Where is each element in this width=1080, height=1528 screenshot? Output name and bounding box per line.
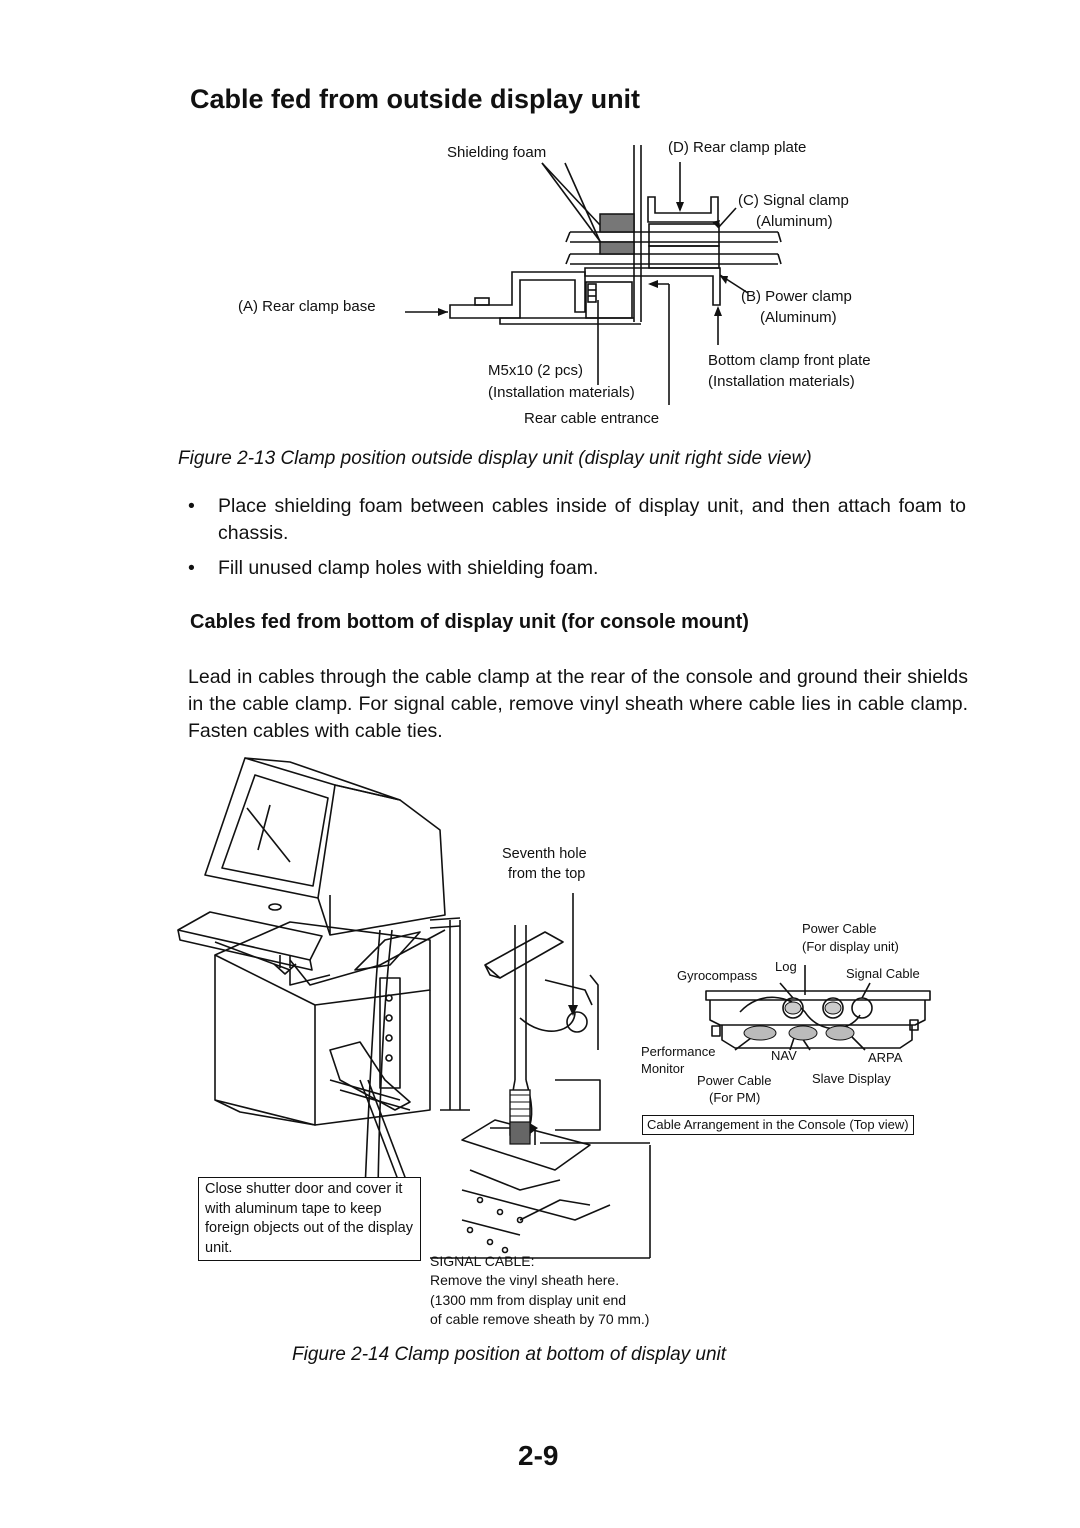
label-gyrocompass: Gyrocompass — [677, 968, 758, 983]
label-signal-clamp-material: (Aluminum) — [756, 213, 833, 230]
clamp-side-view-drawing — [405, 145, 782, 405]
subsection-title: Cables fed from bottom of display unit (… — [190, 611, 749, 633]
section-title: Cable fed from outside display unit — [190, 84, 641, 114]
label-rear-clamp-plate: (D) Rear clamp plate — [668, 139, 807, 156]
label-nav: NAV — [771, 1048, 797, 1063]
bullet-item: • Place shielding foam between cables in… — [186, 493, 966, 547]
figure-2-14-caption: Figure 2-14 Clamp position at bottom of … — [292, 1344, 727, 1365]
label-performance: Performance — [641, 1044, 716, 1059]
label-cable-arrangement: Cable Arrangement in the Console (Top vi… — [642, 1115, 914, 1135]
label-seventh-hole-1: Seventh hole — [502, 846, 587, 862]
label-seventh-hole-2: from the top — [508, 866, 586, 882]
bullet-text: Place shielding foam between cables insi… — [218, 495, 966, 544]
label-rear-clamp-base: (A) Rear clamp base — [238, 298, 376, 315]
label-signal-cable: Signal Cable — [846, 966, 920, 981]
label-bottom-clamp: Bottom clamp front plate — [708, 352, 871, 369]
label-power-cable-pm-2: (For PM) — [709, 1090, 761, 1105]
label-power-cable-pm-1: Power Cable — [697, 1073, 772, 1088]
shutter-note-box: Close shutter door and cover it with alu… — [198, 1177, 421, 1261]
label-power-cable-display-2: (For display unit) — [802, 939, 899, 954]
console-mount-drawing — [177, 757, 931, 1259]
bullet-symbol: • — [188, 495, 195, 517]
label-signal-clamp: (C) Signal clamp — [738, 192, 849, 209]
bullet-text: Fill unused clamp holes with shielding f… — [218, 557, 599, 579]
signal-cable-note-2: (1300 mm from display unit end — [430, 1292, 627, 1308]
label-shielding-foam: Shielding foam — [447, 144, 547, 161]
signal-cable-note-3: of cable remove sheath by 70 mm.) — [430, 1311, 650, 1327]
label-m5x10-note: (Installation materials) — [488, 384, 635, 401]
label-power-cable-display-1: Power Cable — [802, 921, 877, 936]
label-bottom-clamp-note: (Installation materials) — [708, 373, 855, 390]
label-monitor: Monitor — [641, 1061, 685, 1076]
label-slave-display: Slave Display — [812, 1071, 891, 1086]
label-power-clamp-material: (Aluminum) — [760, 309, 837, 326]
label-power-clamp: (B) Power clamp — [741, 288, 852, 305]
figure-2-13-caption: Figure 2-13 Clamp position outside displ… — [178, 448, 812, 469]
intro-paragraph: Lead in cables through the cable clamp a… — [188, 666, 968, 742]
label-log: Log — [775, 959, 797, 974]
bullet-symbol: • — [188, 557, 195, 579]
signal-cable-note-title: SIGNAL CABLE: — [430, 1253, 535, 1269]
label-arpa: ARPA — [868, 1050, 903, 1065]
bullet-list: • Place shielding foam between cables in… — [186, 493, 966, 582]
label-rear-cable-entrance: Rear cable entrance — [524, 410, 660, 427]
label-m5x10: M5x10 (2 pcs) — [488, 362, 584, 379]
signal-cable-note-1: Remove the vinyl sheath here. — [430, 1272, 620, 1288]
page-number: 2-9 — [518, 1440, 559, 1471]
bullet-item: • Fill unused clamp holes with shielding… — [186, 555, 966, 582]
